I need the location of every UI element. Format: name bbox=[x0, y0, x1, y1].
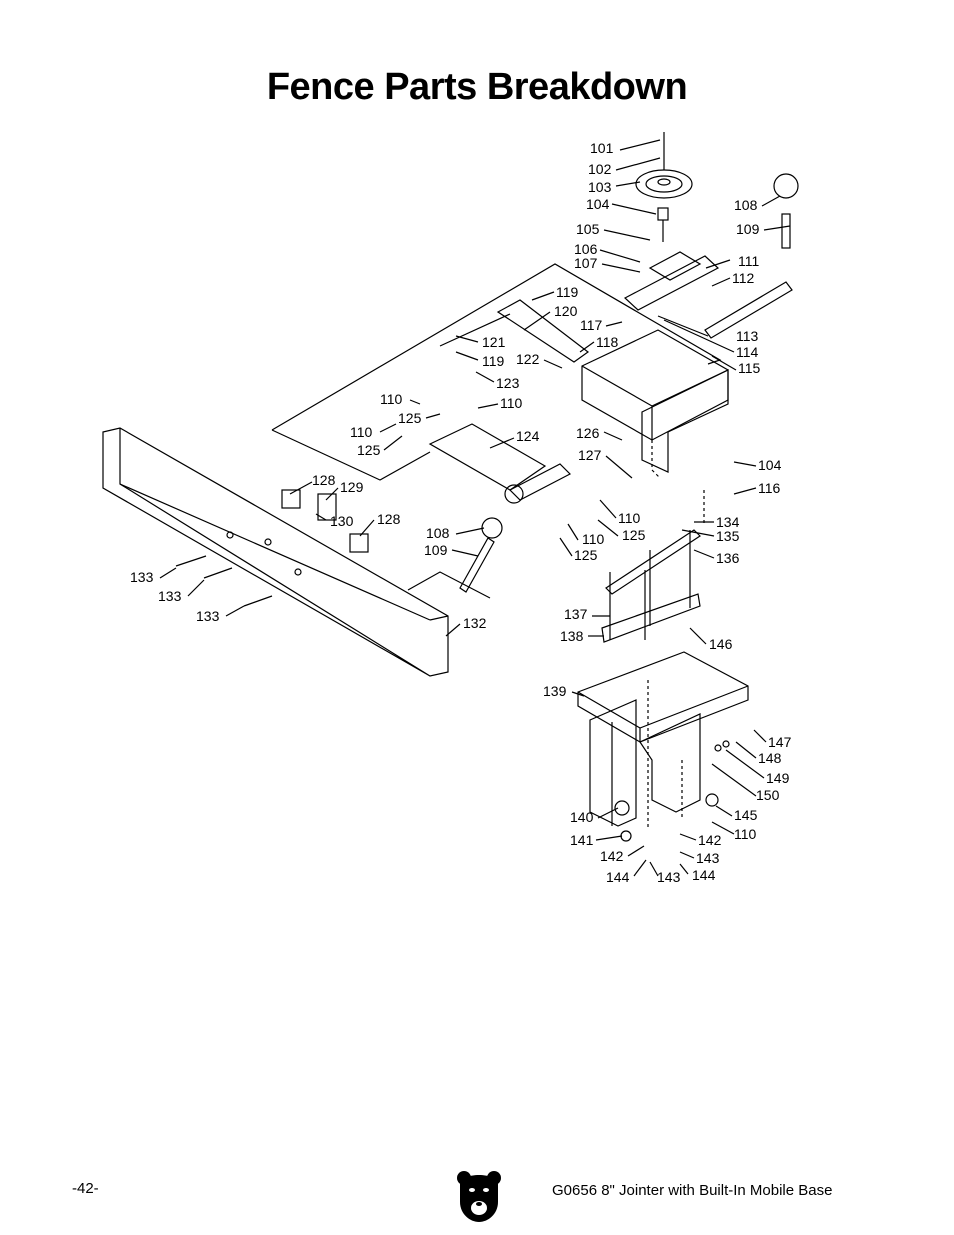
callout-label: 125 bbox=[357, 442, 381, 458]
callout-label: 109 bbox=[424, 542, 448, 558]
callout-label: 121 bbox=[482, 334, 506, 350]
bear-head-logo-icon bbox=[457, 1171, 501, 1222]
callout-label: 134 bbox=[716, 514, 740, 530]
callout-label: 106 bbox=[574, 241, 598, 257]
callout-label: 110 bbox=[500, 395, 523, 411]
callout-label: 118 bbox=[596, 334, 619, 350]
callout-label: 132 bbox=[463, 615, 487, 631]
callout-label: 145 bbox=[734, 807, 758, 823]
rod-113 bbox=[704, 281, 793, 339]
callout-label: 120 bbox=[554, 303, 578, 319]
callout-label: 107 bbox=[574, 255, 598, 271]
callout-label: 146 bbox=[709, 636, 733, 652]
callout-label: 126 bbox=[576, 425, 600, 441]
callout-label: 125 bbox=[398, 410, 422, 426]
callout-label: 133 bbox=[130, 569, 154, 585]
callout-label: 112 bbox=[732, 270, 755, 286]
callout-label: 110 bbox=[582, 531, 605, 547]
callout-label: 142 bbox=[600, 848, 624, 864]
callout-label: 133 bbox=[158, 588, 182, 604]
callout-label: 104 bbox=[758, 457, 782, 473]
callout-label: 129 bbox=[340, 479, 364, 495]
callout-label: 139 bbox=[543, 683, 567, 699]
handwheel bbox=[635, 169, 693, 199]
callout-label: 119 bbox=[482, 353, 505, 369]
callout-label: 142 bbox=[698, 832, 722, 848]
callout-label: 130 bbox=[330, 513, 354, 529]
callout-label: 110 bbox=[618, 510, 641, 526]
callout-label: 108 bbox=[734, 197, 758, 213]
knob-top bbox=[773, 173, 799, 199]
callout-label: 138 bbox=[560, 628, 584, 644]
callout-label: 123 bbox=[496, 375, 520, 391]
callout-label: 117 bbox=[580, 317, 603, 333]
callout-label: 149 bbox=[766, 770, 790, 786]
page-number: -42- bbox=[72, 1180, 99, 1197]
callout-label: 141 bbox=[570, 832, 594, 848]
base-leg-right bbox=[639, 713, 701, 813]
callout-label: 119 bbox=[556, 284, 579, 300]
base-plate bbox=[577, 651, 749, 743]
callout-label: 109 bbox=[736, 221, 760, 237]
gear-rack bbox=[605, 529, 701, 595]
callout-label: 122 bbox=[516, 351, 540, 367]
callout-label: 144 bbox=[692, 867, 716, 883]
callout-label: 147 bbox=[768, 734, 792, 750]
callout-label: 133 bbox=[196, 608, 220, 624]
callout-label: 143 bbox=[696, 850, 720, 866]
callout-label: 103 bbox=[588, 179, 612, 195]
callout-label: 110 bbox=[734, 826, 757, 842]
callout-label: 127 bbox=[578, 447, 602, 463]
callout-label: 115 bbox=[738, 360, 761, 376]
callout-label: 125 bbox=[574, 547, 598, 563]
callout-label: 150 bbox=[756, 787, 780, 803]
callout-label: 128 bbox=[312, 472, 336, 488]
callout-label: 111 bbox=[738, 253, 759, 269]
callout-label: 110 bbox=[350, 424, 373, 440]
page-title: Fence Parts Breakdown bbox=[266, 66, 688, 108]
base-leg-left bbox=[589, 699, 637, 827]
callout-label: 114 bbox=[736, 344, 759, 360]
callout-label: 116 bbox=[758, 480, 781, 496]
callout-label: 113 bbox=[736, 328, 759, 344]
callout-label: 125 bbox=[622, 527, 646, 543]
callout-labels: 101 102 103 104 105 106 107 108 109 111 … bbox=[130, 140, 792, 885]
callout-label: 148 bbox=[758, 750, 782, 766]
callout-label: 101 bbox=[590, 140, 614, 156]
callout-label: 135 bbox=[716, 528, 740, 544]
center-tube bbox=[428, 423, 547, 491]
callout-label: 105 bbox=[576, 221, 600, 237]
rear-plate-outline bbox=[271, 263, 722, 481]
callout-label: 144 bbox=[606, 869, 630, 885]
callout-label: 102 bbox=[588, 161, 612, 177]
callout-label: 137 bbox=[564, 606, 588, 622]
diagram-drawing bbox=[102, 132, 799, 877]
callout-label: 104 bbox=[586, 196, 610, 212]
callout-label: 110 bbox=[380, 391, 403, 407]
callout-label: 140 bbox=[570, 809, 594, 825]
footer-title: G0656 8" Jointer with Built-In Mobile Ba… bbox=[552, 1182, 833, 1199]
callout-label: 143 bbox=[657, 869, 681, 885]
callout-label: 128 bbox=[377, 511, 401, 527]
callout-label: 108 bbox=[426, 525, 450, 541]
callout-label: 124 bbox=[516, 428, 540, 444]
callout-label: 136 bbox=[716, 550, 740, 566]
